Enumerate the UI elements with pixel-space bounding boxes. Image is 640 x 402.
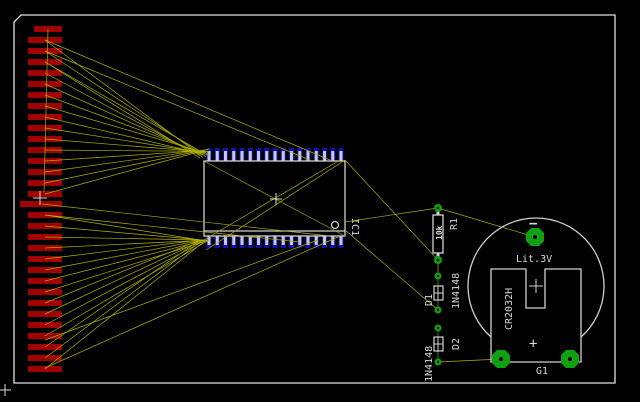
- airwire: [44, 50, 311, 161]
- airwire: [44, 239, 207, 370]
- airwire: [44, 225, 204, 241]
- airwire: [44, 235, 341, 369]
- ic1-pin: [314, 151, 318, 161]
- ic1-pin: [215, 236, 219, 245]
- ic1-pin: [215, 151, 219, 161]
- airwire: [43, 28, 49, 193]
- airwire: [44, 236, 207, 241]
- ic1-pin: [273, 236, 277, 245]
- airwire: [44, 239, 210, 249]
- airwire: [44, 149, 210, 152]
- airwire: [44, 148, 210, 195]
- airwire: [344, 207, 439, 223]
- ic1-pin: [339, 236, 343, 245]
- d1-diode: D1 1N4148: [424, 272, 462, 314]
- battery-plus-label: +: [529, 336, 537, 352]
- r1-value-label: 10k: [435, 225, 444, 240]
- ratsnest-airwires: [41, 28, 536, 370]
- ic1-body: [203, 160, 346, 237]
- airwire: [44, 239, 319, 341]
- airwire: [44, 239, 204, 315]
- airwire: [44, 39, 331, 161]
- d1-name-label: D1: [424, 294, 435, 306]
- d2-diode: 1N4148 D2: [424, 324, 462, 382]
- airwire: [44, 149, 207, 184]
- d2-name-label: D2: [451, 338, 462, 350]
- ic1-pin: [331, 236, 335, 245]
- airwire: [44, 105, 210, 155]
- ic1-footprint: IC1: [203, 148, 360, 248]
- airwire: [44, 239, 201, 260]
- airwire: [41, 203, 331, 237]
- ic1-pin: [232, 236, 236, 245]
- ic1-pin: [248, 236, 252, 245]
- ic1-pin: [339, 151, 343, 161]
- ic1-pin: [257, 236, 260, 245]
- connector-pad: [28, 125, 62, 131]
- battery-minus-label: −: [529, 216, 537, 232]
- ic1-pin: [265, 236, 269, 245]
- d2-value-label: 1N4148: [424, 346, 435, 382]
- airwire: [344, 229, 439, 311]
- airwire: [44, 239, 201, 348]
- airwire: [44, 214, 301, 243]
- airwire: [344, 159, 439, 261]
- ic1-pin: [331, 151, 335, 161]
- battery-type-label: CR2032H: [504, 288, 515, 330]
- ic1-pin: [224, 236, 227, 245]
- ic1-pin: [306, 236, 310, 245]
- ic1-pin: [273, 151, 277, 161]
- airwire: [44, 127, 204, 153]
- airwire: [44, 239, 204, 359]
- airwire: [44, 239, 204, 271]
- ic1-name-label: IC1: [349, 218, 360, 236]
- connector-pad-long: [20, 201, 62, 207]
- ic1-pin: [240, 151, 244, 161]
- board-outline: [13, 14, 616, 384]
- airwire: [44, 138, 207, 153]
- ic1-pin: [224, 151, 227, 161]
- airwire: [44, 61, 210, 157]
- ic1-pin1-marker: [330, 220, 340, 230]
- ic1-pin: [265, 151, 269, 161]
- airwire: [44, 239, 210, 293]
- ic1-pin: [248, 151, 252, 161]
- ic1-pin: [290, 236, 293, 245]
- battery-voltage-label: Lit.3V: [516, 254, 552, 265]
- battery-name-label: G1: [536, 366, 548, 377]
- ic1-pin: [323, 151, 326, 161]
- airwire: [44, 94, 207, 155]
- airwire: [44, 149, 204, 173]
- r1-resistor: 10k R1: [432, 204, 460, 264]
- airwire: [44, 150, 201, 162]
- ic1-pin: [290, 151, 293, 161]
- airwire: [203, 159, 341, 241]
- d1-value-label: 1N4148: [451, 273, 462, 309]
- ic1-pin: [323, 236, 326, 245]
- airwire: [44, 239, 207, 282]
- ic1-pin: [207, 236, 211, 245]
- ic1-pin: [240, 236, 244, 245]
- airwire: [44, 239, 201, 304]
- g1-battery-holder: − + Lit.3V CR2032H G1: [467, 216, 605, 377]
- ic1-pin: [281, 151, 285, 161]
- r1-name-label: R1: [449, 218, 460, 230]
- origin-crosses: [0, 191, 282, 396]
- airwire: [44, 214, 201, 241]
- ic1-pin: [306, 151, 310, 161]
- airwire: [44, 61, 201, 159]
- airwire: [437, 207, 536, 238]
- airwire: [44, 116, 201, 154]
- ic1-pin: [232, 151, 236, 161]
- ic1-pin: [257, 151, 260, 161]
- ic1-pin: [298, 236, 302, 245]
